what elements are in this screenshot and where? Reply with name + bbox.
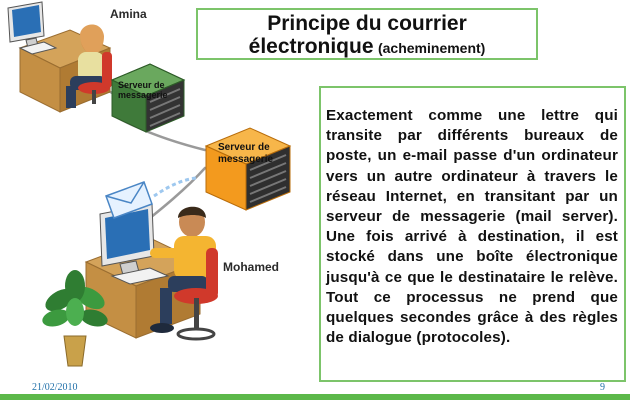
- sender-computer: [7, 1, 58, 55]
- slide-date: 21/02/2010: [32, 382, 78, 393]
- title-line-1: Principe du courrier: [267, 12, 467, 35]
- server-1-label-line2: messagerie: [118, 90, 168, 100]
- title-subtitle: (acheminement): [377, 40, 486, 56]
- title-box: Principe du courrier électronique (achem…: [196, 8, 538, 60]
- recipient-computer: [99, 203, 170, 285]
- diagram-labels: Amina Serveur de messagerie Serveur de m…: [110, 7, 279, 274]
- server-2-label-line2: messagerie: [218, 154, 273, 165]
- explanation-text: Exactement comme une lettre qui transite…: [326, 107, 618, 347]
- sender-chair: [78, 52, 112, 104]
- potted-plant: [42, 270, 108, 367]
- recipient-chair: [174, 248, 218, 341]
- server-1-label-line1: Serveur de: [118, 80, 165, 90]
- recipient-person: [150, 206, 216, 333]
- mail-server-1: [110, 63, 186, 133]
- title-main-word: électronique: [248, 35, 374, 58]
- email-envelope-icon: [105, 176, 197, 219]
- bottom-accent-bar: [0, 394, 630, 400]
- sender-workstation: [7, 1, 112, 113]
- mail-server-2: [204, 127, 292, 211]
- explanation-box: Exactement comme une lettre qui transite…: [319, 86, 626, 382]
- slide-page-number: 9: [600, 382, 605, 393]
- title-line-2: électronique (acheminement): [198, 35, 536, 61]
- sender-name-label: Amina: [110, 7, 147, 21]
- recipient-workstation: [84, 203, 218, 341]
- server-2-label-line1: Serveur de: [218, 142, 270, 153]
- recipient-name-label: Mohamed: [223, 260, 279, 274]
